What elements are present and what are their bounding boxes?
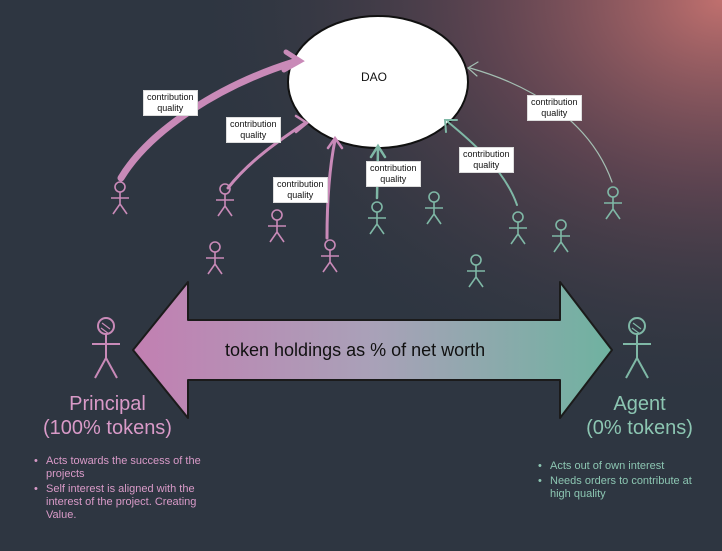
principal-subtitle: (100% tokens) bbox=[43, 417, 172, 439]
stick-figure-icon bbox=[368, 201, 386, 235]
principal-figure-icon bbox=[92, 317, 120, 379]
stick-figure-icon bbox=[206, 241, 224, 275]
stick-figure-icon bbox=[216, 183, 234, 217]
flow-arrow-2 bbox=[226, 121, 307, 190]
flow-arrow-6-head bbox=[466, 61, 479, 77]
stick-figure-icon bbox=[467, 254, 485, 288]
stick-figure-icon bbox=[111, 181, 129, 215]
agent-bullet-1: Acts out of own interest bbox=[538, 460, 708, 473]
bidirectional-arrow-icon bbox=[132, 281, 613, 419]
principal-bullets: Acts towards the success of the projects… bbox=[34, 455, 219, 522]
agent-title: Agent bbox=[613, 393, 666, 415]
flow-arrow-2-head bbox=[294, 114, 310, 134]
agent-subtitle: (0% tokens) bbox=[586, 417, 693, 439]
stick-figure-icon bbox=[604, 186, 622, 220]
principal-bullet-1: Acts towards the success of the projects bbox=[34, 455, 219, 481]
agent-bullet-2: Needs orders to contribute at high quali… bbox=[538, 475, 708, 501]
token-holdings-label: token holdings as % of net worth bbox=[225, 340, 486, 360]
crowd bbox=[111, 181, 622, 288]
flow-arrow-1-head bbox=[281, 49, 305, 73]
flow-arrow-3 bbox=[325, 138, 337, 240]
stick-figure-icon bbox=[509, 211, 527, 245]
stick-figure-icon bbox=[268, 209, 286, 243]
agent-bullets: Acts out of own interest Needs orders to… bbox=[538, 460, 708, 501]
agent-figure-icon bbox=[623, 317, 651, 379]
stick-figure-icon bbox=[321, 239, 339, 273]
stick-figure-icon bbox=[552, 219, 570, 253]
agent-heading: Agent (0% tokens) bbox=[577, 392, 702, 440]
flow-arrow-4-head bbox=[369, 143, 387, 159]
dao-label: DAO bbox=[361, 70, 388, 84]
flow-arrow-3-head bbox=[326, 135, 344, 150]
stick-figure-icon bbox=[425, 191, 443, 225]
principal-bullet-2: Self interest is aligned with the intere… bbox=[34, 483, 219, 522]
principal-heading: Principal (100% tokens) bbox=[40, 392, 175, 440]
principal-title: Principal bbox=[69, 393, 146, 415]
flow-arrow-5-head bbox=[443, 119, 458, 133]
